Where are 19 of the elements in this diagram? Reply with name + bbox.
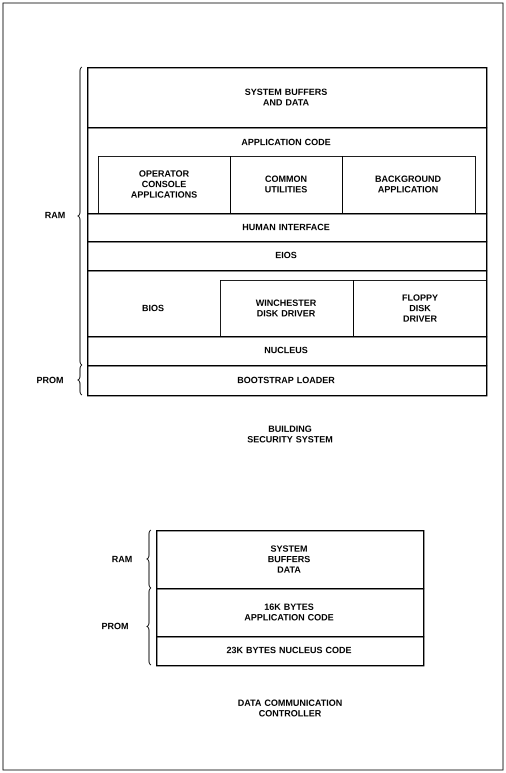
caption: DATA COMMUNICATION CONTROLLER [238, 700, 342, 716]
layer-box: FLOPPY DISK DRIVER [353, 280, 487, 337]
layer-box: COMMON UTILITIES [230, 156, 343, 214]
layer-box: NUCLEUS [87, 336, 488, 366]
layer-box: BACKGROUND APPLICATION [342, 156, 476, 214]
layer-box: SYSTEM BUFFERS DATA [156, 530, 424, 590]
layer-box: HUMAN INTERFACE [87, 213, 488, 242]
layer-box: 23K BYTES NUCLEUS CODE [156, 636, 424, 666]
side-label: RAM [112, 556, 132, 562]
layer-box: WINCHESTER DISK DRIVER [220, 280, 354, 337]
caption: BUILDING SECURITY SYSTEM [248, 426, 332, 442]
layer-box: 16K BYTES APPLICATION CODE [156, 588, 424, 638]
layer-box: OPERATOR CONSOLE APPLICATIONS [98, 156, 231, 214]
side-label: RAM [45, 212, 65, 218]
layer-box: BOOTSTRAP LOADER [87, 365, 488, 396]
side-label: PROM [37, 376, 63, 384]
layer-box: EIOS [87, 241, 488, 272]
side-label: PROM [102, 622, 128, 630]
layer-box: SYSTEM BUFFERS AND DATA [87, 67, 488, 128]
